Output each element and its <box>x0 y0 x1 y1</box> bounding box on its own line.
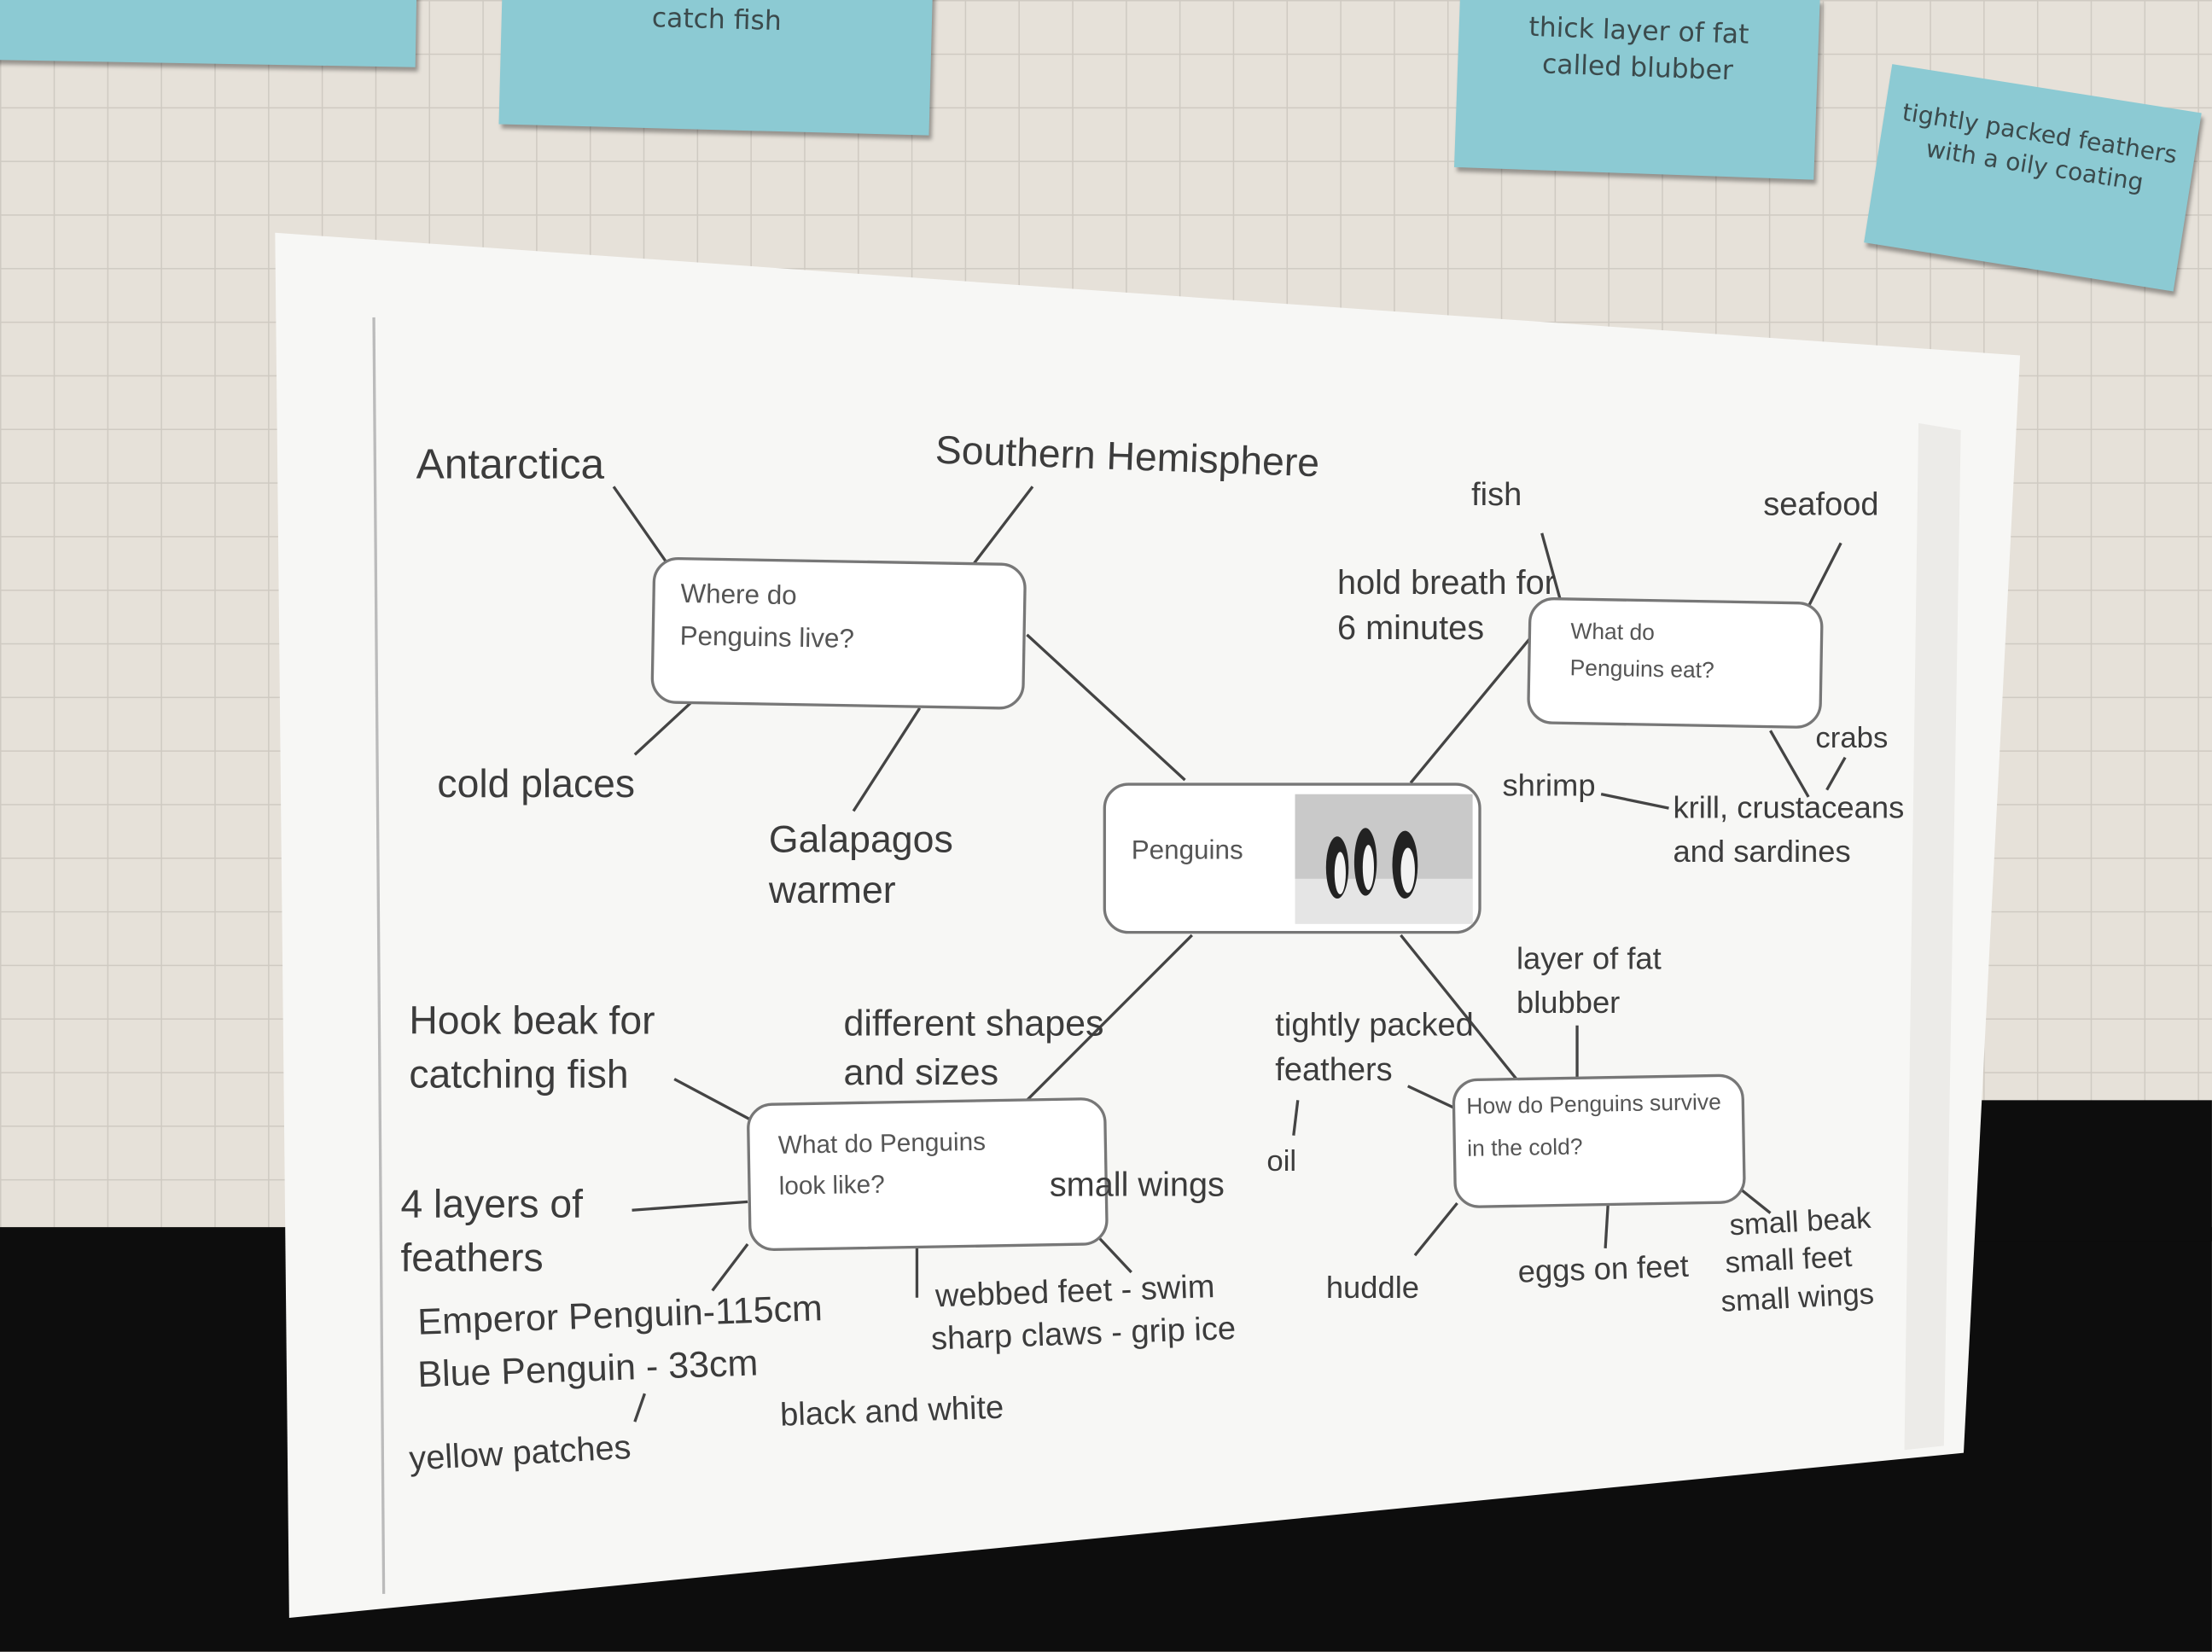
answer-hold-breath: hold breath for 6 minutes <box>1337 564 1556 649</box>
blackboard-right <box>1947 1100 2212 1242</box>
answer-fish: fish <box>1471 475 1522 513</box>
answer-layer-of-fat: layer of fat blubber <box>1516 940 1662 1020</box>
node-label: Where do Penguins live? <box>679 579 855 655</box>
answer-huddle: huddle <box>1325 1269 1420 1306</box>
answer-krill: krill, crustaceans and sardines <box>1673 789 1905 869</box>
node-label: What do Penguins look like? <box>777 1127 987 1201</box>
answer-cold-places: cold places <box>437 761 636 806</box>
connector-lines <box>372 317 1847 1594</box>
answer-shrimp: shrimp <box>1502 767 1596 803</box>
node-how-do-penguins-survive: How do Penguins survive in the cold? <box>1452 1073 1747 1209</box>
answer-tightly-packed: tightly packed feathers <box>1275 1005 1474 1088</box>
answer-black-white: black and white <box>779 1387 1004 1434</box>
answer-oil: oil <box>1266 1145 1297 1178</box>
penguins-photo-icon <box>1295 794 1473 924</box>
answer-shapes-sizes: different shapes and sizes <box>843 1001 1104 1094</box>
node-label: How do Penguins survive in the cold? <box>1466 1091 1722 1163</box>
node-penguins-center: Penguins <box>1103 782 1481 934</box>
answer-galapagos: Galapagos warmer <box>768 817 953 912</box>
node-what-do-penguins-eat: What do Penguins eat? <box>1526 596 1824 730</box>
answer-crabs: crabs <box>1815 722 1889 755</box>
node-label: Penguins <box>1131 836 1243 866</box>
answer-antarctica: Antarctica <box>416 441 605 488</box>
node-label: What do Penguins eat? <box>1569 620 1715 683</box>
node-where-do-penguins-live: Where do Penguins live? <box>650 556 1027 710</box>
answer-small-wings-cold: small wings <box>1720 1277 1875 1319</box>
answer-seafood: seafood <box>1763 485 1879 522</box>
answer-4-layers: 4 layers of feathers <box>400 1182 583 1279</box>
paper-shadow-strip <box>1904 422 1961 1451</box>
answer-small-wings-look: small wings <box>1049 1166 1225 1205</box>
answer-hook-beak: Hook beak for catching fish <box>409 998 655 1096</box>
answer-eggs-on-feet: eggs on feet <box>1516 1248 1690 1290</box>
